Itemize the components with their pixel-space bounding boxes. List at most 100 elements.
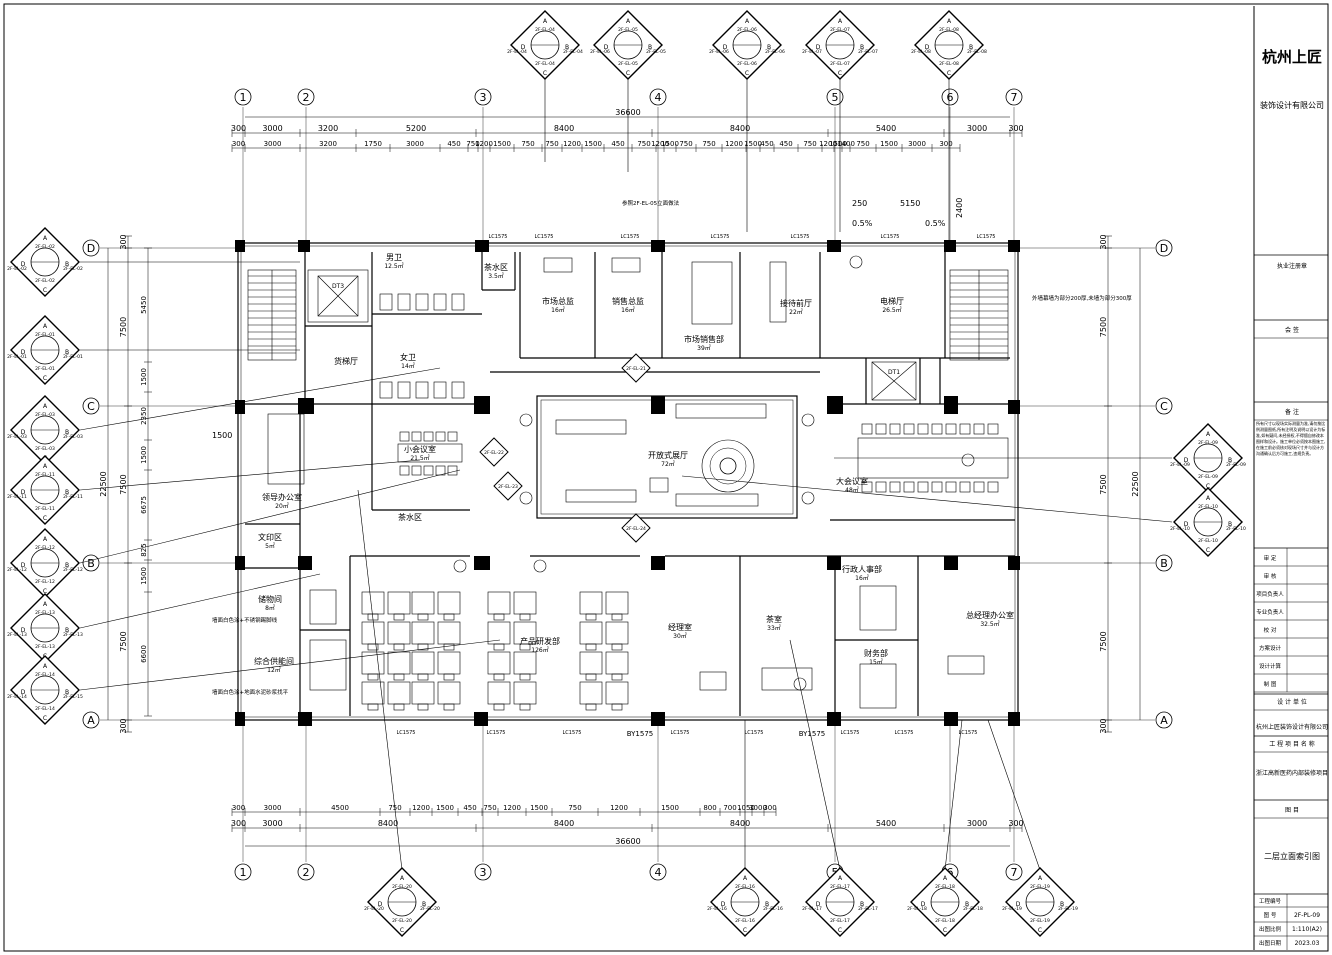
grid-bubble — [826, 88, 844, 106]
dim-text: 1500 — [140, 446, 148, 464]
compass-letter: D — [816, 44, 821, 51]
dim-text: 1500 — [661, 804, 679, 812]
meeting-chair — [861, 423, 873, 435]
symbol-ref: 2F-EL-10 — [1198, 504, 1218, 510]
symbol-ref: 2F-EL-23 — [498, 484, 518, 490]
grid-bubble — [1155, 554, 1173, 572]
compass-letter: C — [1206, 483, 1210, 490]
dim-text: 7500 — [1099, 631, 1108, 651]
leader-line — [79, 639, 501, 691]
grid-axes: 11223344556677DDCCBBAA — [82, 88, 1173, 881]
dim-text: 1500 — [744, 140, 762, 148]
symbol-ref: 2F-EL-06 — [737, 27, 757, 33]
symbol-ref: 2F-EL-10 — [1198, 538, 1218, 544]
compass-letter: D — [723, 44, 728, 51]
grid-row-label: A — [87, 714, 95, 727]
symbol-ref: 2F-EL-22 — [484, 450, 504, 456]
grid-bubble — [1005, 863, 1023, 881]
grid-column-label: 3 — [480, 91, 487, 104]
window-tag: LC1575 — [534, 234, 553, 240]
compass-letter: B — [65, 562, 69, 569]
symbol-ref: 2F-EL-20 — [420, 906, 440, 912]
room-area: 16㎡ — [621, 306, 635, 314]
symbol-ref: 2F-EL-17 — [830, 884, 850, 890]
dim-text: 3000 — [406, 140, 424, 148]
dim-text: 1200 — [651, 140, 669, 148]
meeting-chair — [875, 481, 887, 493]
grid-bubble — [1005, 88, 1023, 106]
window-tag-by: BY1575 — [627, 730, 654, 738]
elevator-dt3-label: DT3 — [332, 283, 344, 290]
symbol-ref: 2F-EL-11 — [7, 494, 27, 500]
compass-letter: C — [838, 927, 842, 934]
leader-lines — [79, 70, 1173, 871]
compass-letter: B — [1060, 901, 1064, 908]
stamp-label: 执业注册章 — [1277, 262, 1307, 270]
leader-line — [789, 639, 841, 871]
reference-note: 参照2F-EL-05立面做法 — [622, 199, 680, 207]
tb-row-label: 审 定 — [1264, 554, 1277, 562]
compass-letter: D — [21, 627, 26, 634]
symbol-ref: 2F-EL-02 — [7, 266, 27, 272]
compass-letter: D — [21, 261, 26, 268]
grid-row-label: C — [1160, 400, 1168, 413]
symbol-ref: 2F-EL-05 — [618, 61, 638, 67]
dim-text: 750 — [521, 140, 534, 148]
symbol-ref: 2F-EL-17 — [858, 906, 878, 912]
dim-text: 1200 — [725, 140, 743, 148]
window-tag: LC1575 — [880, 234, 899, 240]
window-tag: LC1575 — [488, 234, 507, 240]
workstation-desk — [605, 621, 629, 645]
compass-letter: A — [43, 463, 48, 470]
symbol-diamond — [621, 513, 651, 543]
compass-letter: D — [21, 349, 26, 356]
workstation-desk — [579, 681, 603, 705]
leader-line — [357, 489, 403, 871]
scale-value: 1:110(A2) — [1292, 926, 1322, 933]
office-chair — [493, 643, 505, 651]
dim-text: 750 — [466, 140, 479, 148]
dim-text: 5200 — [406, 124, 426, 133]
notes-text-wrap: 所有尺寸以现场实际测量为准,请勿按比例测量图纸,所有注明及说明以设计为标准,如有… — [1256, 421, 1325, 456]
dim-text: 300 — [1099, 718, 1108, 733]
symbol-ref: 2F-EL-03 — [7, 434, 27, 440]
dim-text: 3000 — [749, 804, 767, 812]
room-name: 销售总监 — [612, 296, 644, 306]
dim-text: 750 — [803, 140, 816, 148]
compass-letter: A — [43, 601, 48, 608]
grid-bubble — [474, 863, 492, 881]
room-name: 行政人事部 — [842, 564, 882, 574]
meeting-chair — [861, 481, 873, 493]
window-tag: LC1575 — [744, 730, 763, 736]
grid-bubble — [1155, 239, 1173, 257]
window-tag: LC1575 — [790, 234, 809, 240]
compass-letter: D — [921, 901, 926, 908]
dim-text: 7500 — [119, 317, 128, 337]
compass-letter: A — [1206, 431, 1211, 438]
room-area: 21.5㎡ — [410, 454, 429, 462]
title-block: 杭州上匠 装饰设计有限公司 执业注册章 会 签 备 注 所有尺寸以现场实际测量为… — [1253, 6, 1328, 950]
dim-text: 1500 — [584, 140, 602, 148]
compass-letter: A — [400, 875, 405, 882]
symbol-ref: 2F-EL-10 — [1170, 526, 1190, 532]
compass-letter: C — [43, 515, 47, 522]
symbol-ref: 2F-EL-18 — [907, 906, 927, 912]
admin-table — [859, 585, 897, 631]
room-area: 48㎡ — [845, 486, 859, 494]
dim-text: 3000 — [264, 804, 282, 812]
office-chair — [585, 643, 597, 651]
dim-text: 1500 — [140, 368, 148, 386]
room-area: 15㎡ — [869, 658, 883, 666]
slope-label-1: 0.5% — [852, 219, 873, 228]
room-area: 8㎡ — [265, 604, 275, 612]
grid-column-label: 6 — [947, 91, 954, 104]
workstation-desk — [411, 621, 435, 645]
room-area: 39㎡ — [697, 344, 711, 352]
room-area: 26.5㎡ — [882, 306, 901, 314]
grid-row-label: C — [87, 400, 95, 413]
tea-table — [761, 667, 813, 691]
workstation-desk — [411, 651, 435, 675]
